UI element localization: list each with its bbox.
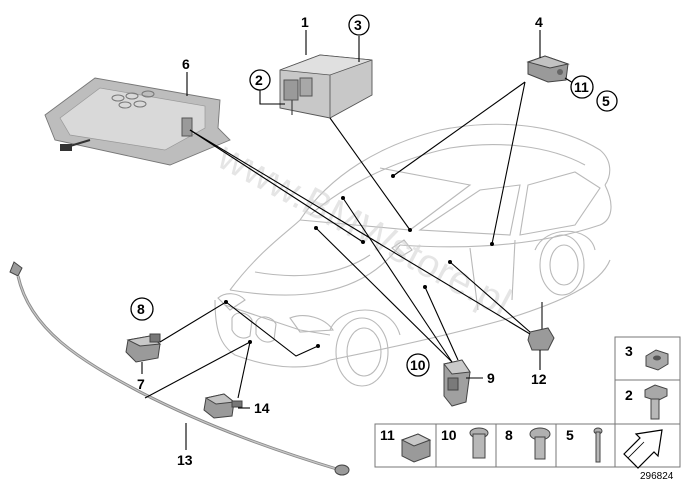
callout-5-circle — [596, 90, 618, 112]
callout-1: 1 — [301, 14, 309, 30]
seat-occupancy-mat — [44, 77, 231, 166]
callout-6: 6 — [182, 56, 190, 72]
callout-10-circle — [406, 353, 430, 377]
table-label-3: 3 — [625, 343, 633, 359]
callout-2-circle — [249, 69, 271, 91]
callout-11: 11 — [574, 79, 589, 95]
sensor-connector — [527, 302, 555, 351]
airbag-control-unit — [279, 54, 373, 119]
callout-3: 3 — [354, 17, 362, 33]
callout-10: 10 — [410, 357, 426, 373]
callout-8: 8 — [137, 301, 145, 317]
diagram-id: 296824 — [640, 471, 674, 482]
flange-bolt-icon — [644, 384, 668, 402]
sensor-cable — [9, 261, 350, 476]
leader-lines — [141, 30, 579, 450]
callout-labels: 1 2 3 4 11 5 6 8 7 14 13 10 9 12 — [130, 14, 618, 468]
callout-14: 14 — [254, 400, 270, 416]
callout-9: 9 — [487, 370, 495, 386]
front-crash-sensor — [125, 333, 162, 363]
table-label-2: 2 — [625, 387, 633, 403]
table-label-11: 11 — [380, 427, 395, 443]
callout-3-circle — [348, 14, 370, 36]
callout-13: 13 — [177, 452, 193, 468]
callout-12: 12 — [531, 371, 547, 387]
table-label-10: 10 — [441, 427, 457, 443]
fastener-table: 3 2 11 10 8 5 — [374, 336, 681, 469]
car-outline — [214, 123, 612, 387]
callout-8-circle — [130, 297, 154, 321]
callout-5: 5 — [602, 93, 610, 109]
callout-4: 4 — [535, 14, 543, 30]
side-crash-sensor — [526, 55, 570, 83]
callout-7: 7 — [137, 376, 145, 392]
table-label-5: 5 — [566, 427, 574, 443]
upfront-sensor — [203, 393, 243, 419]
direction-arrow-icon — [623, 429, 663, 469]
callout-11-circle — [570, 75, 594, 99]
door-pressure-sensor — [443, 359, 471, 407]
table-label-8: 8 — [505, 427, 513, 443]
callout-2: 2 — [255, 72, 263, 88]
